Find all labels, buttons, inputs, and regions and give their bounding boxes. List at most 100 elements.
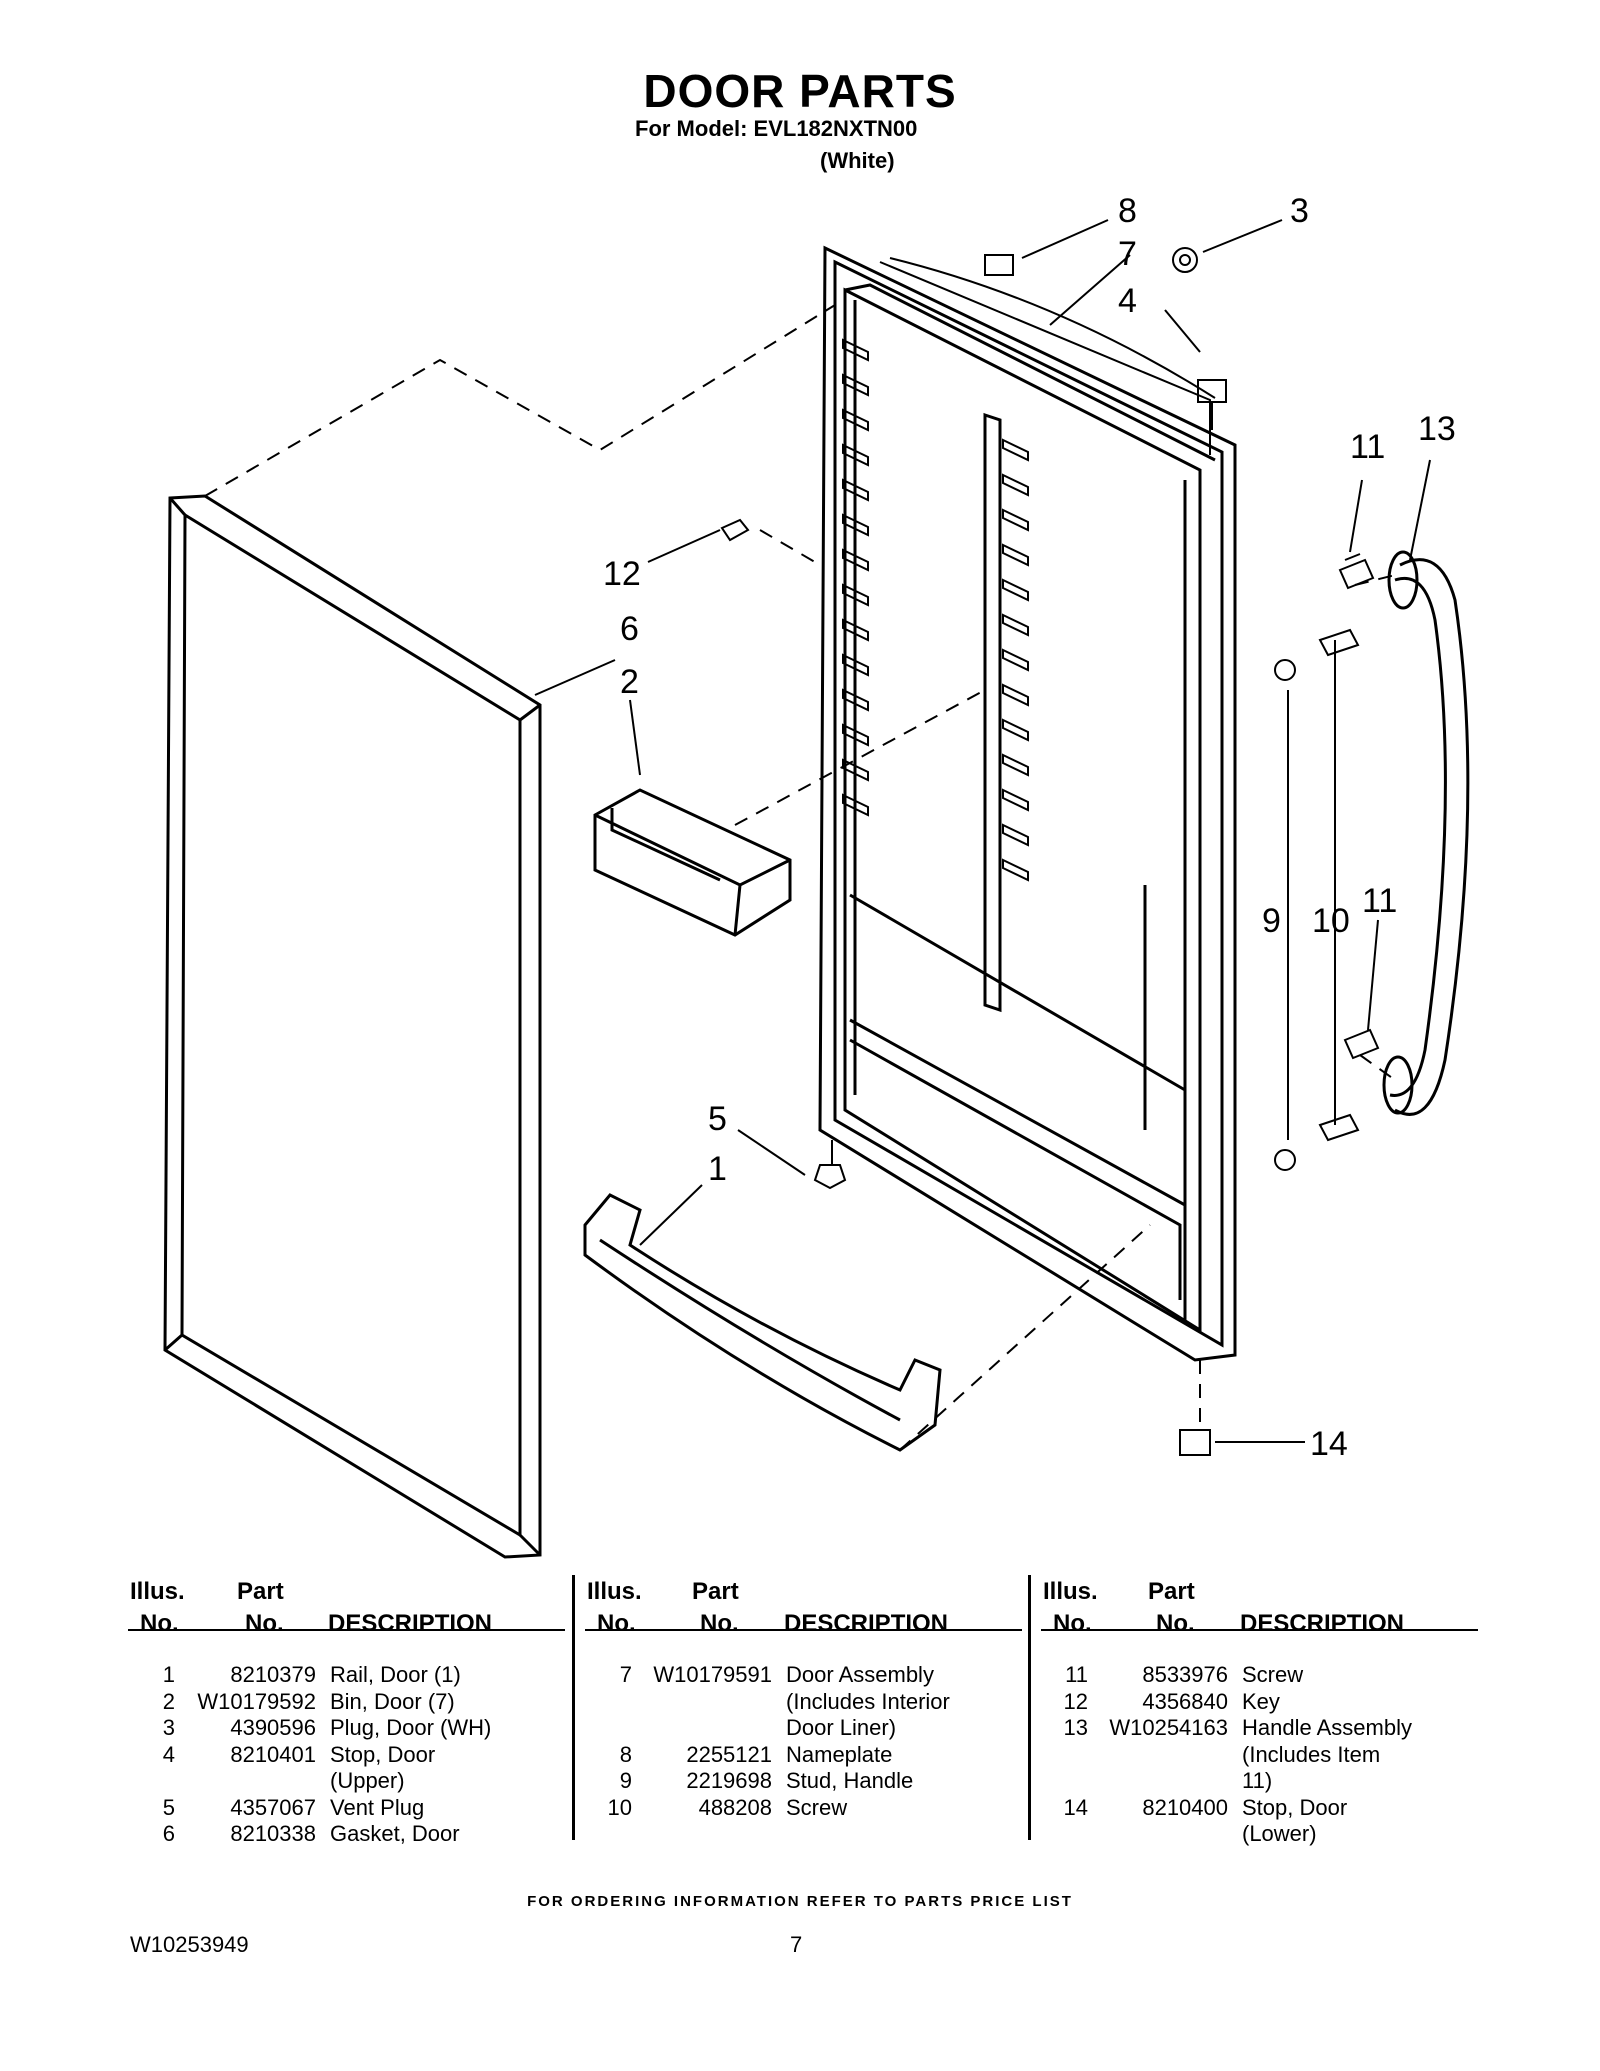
column-divider [572,1575,575,1840]
part-number: 4357067 [230,1794,316,1820]
part-description: (Lower) [1242,1821,1317,1846]
door-shelf-ridges [842,338,1029,882]
part-description: (Includes Item [1242,1741,1381,1767]
door-gasket-part [163,494,542,1559]
page-number: 7 [790,1932,803,1957]
header-part: Part [692,1578,739,1605]
illus-number: 11 [1065,1662,1088,1687]
callout-label: 3 [1290,192,1309,230]
part-description: Stop, Door [330,1741,436,1767]
header-part-no: No. [700,1610,739,1637]
illus-number: 2 [162,1688,175,1714]
key-part [720,518,750,542]
callout-label: 11 [1362,882,1397,920]
screw-upper-lower-part [1318,628,1360,657]
header-part: Part [1148,1578,1195,1605]
header-rule [1041,1629,1478,1631]
part-description: Handle Assembly [1242,1715,1412,1740]
illus-number: 1 [162,1662,175,1687]
door-plug-part [1172,247,1198,273]
part-description: Key [1242,1688,1280,1714]
screw-lower-lower-part [1318,1113,1360,1142]
callout-label: 2 [620,663,639,701]
callout-label: 4 [1118,282,1137,320]
door-assembly-part [818,245,1237,1362]
header-rule [128,1629,565,1631]
header-illus-no: No. [140,1610,179,1637]
door-bin-part [593,788,792,937]
callout-label: 10 [1312,902,1350,940]
illus-number: 3 [162,1715,175,1740]
part-description: (Upper) [330,1768,405,1793]
part-description: Screw [1242,1662,1304,1687]
part-description: 11) [1242,1768,1273,1793]
screw-upper-part [1338,553,1375,590]
part-number: 8210379 [230,1662,316,1687]
nameplate-part [984,254,1014,276]
lower-door-stop-part [1179,1429,1211,1456]
header-illus-no: No. [1053,1610,1092,1637]
header-description: DESCRIPTION [328,1610,493,1637]
document-number: W10253949 [130,1932,249,1957]
part-description: Screw [786,1794,848,1820]
door-handle-part [1382,550,1470,1116]
assembly-guide-lines [204,304,1396,1451]
part-description: Door Liner) [786,1715,897,1740]
part-number: 2255121 [686,1741,772,1767]
illus-number: 8 [619,1741,632,1767]
header-part-no: No. [1156,1610,1195,1637]
callout-label: 7 [1118,235,1137,273]
handle-stud-lower-part [1274,1149,1296,1171]
header-description: DESCRIPTION [1240,1610,1405,1637]
illus-number: 10 [607,1794,632,1820]
small-hardware-parts [720,247,1380,1456]
illus-number: 13 [1063,1715,1088,1740]
header-illus-no: No. [597,1610,636,1637]
callout-label: 1 [708,1150,727,1188]
part-description: Plug, Door (WH) [330,1715,492,1740]
column-divider [1028,1575,1031,1840]
callout-label: 6 [620,610,639,648]
illus-number: 14 [1063,1794,1088,1820]
header-part-no: No. [245,1610,284,1637]
part-description: Vent Plug [330,1794,425,1820]
part-description: Stop, Door [1242,1794,1348,1820]
part-number: W10179592 [197,1688,316,1714]
part-description: Stud, Handle [786,1768,914,1793]
part-description: Rail, Door (1) [330,1662,461,1687]
color-line: (White) [820,148,895,173]
header-illus: Illus. [587,1578,642,1605]
door-rail-part [583,1193,942,1452]
part-number: 8210338 [230,1821,316,1846]
handle-stud-upper-part [1274,659,1296,681]
exploded-parts-diagram: 8 3 7 4 11 13 12 6 2 9 10 11 5 1 14 [163,192,1470,1559]
part-description: (Includes Interior [786,1688,950,1714]
part-number: 8210401 [230,1741,316,1767]
callout-label: 13 [1418,410,1456,448]
part-description: Door Assembly [786,1662,934,1687]
header-rule [585,1629,1022,1631]
callout-label: 12 [603,555,641,593]
illus-number: 5 [162,1794,175,1820]
part-number: 8533976 [1142,1662,1228,1687]
callout-label: 14 [1310,1425,1348,1463]
part-description: Nameplate [786,1741,893,1767]
illus-number: 4 [162,1741,175,1767]
vent-plug-part [813,1164,847,1190]
callout-leader-lines [534,219,1431,1443]
part-number: 2219698 [686,1768,772,1793]
part-number: W10179591 [653,1662,772,1687]
header-illus: Illus. [130,1578,185,1605]
part-number: 4390596 [230,1715,316,1740]
callout-label: 5 [708,1100,727,1138]
header-description: DESCRIPTION [784,1610,949,1637]
callout-label: 9 [1262,902,1281,940]
header-part: Part [237,1578,284,1605]
part-number: 4356840 [1142,1688,1228,1714]
part-description: Bin, Door (7) [330,1688,455,1714]
page-title: DOOR PARTS [643,65,957,117]
illus-number: 7 [619,1662,632,1687]
illus-number: 6 [162,1821,175,1846]
part-description: Gasket, Door [330,1821,460,1846]
ordering-note: FOR ORDERING INFORMATION REFER TO PARTS … [527,1893,1073,1910]
